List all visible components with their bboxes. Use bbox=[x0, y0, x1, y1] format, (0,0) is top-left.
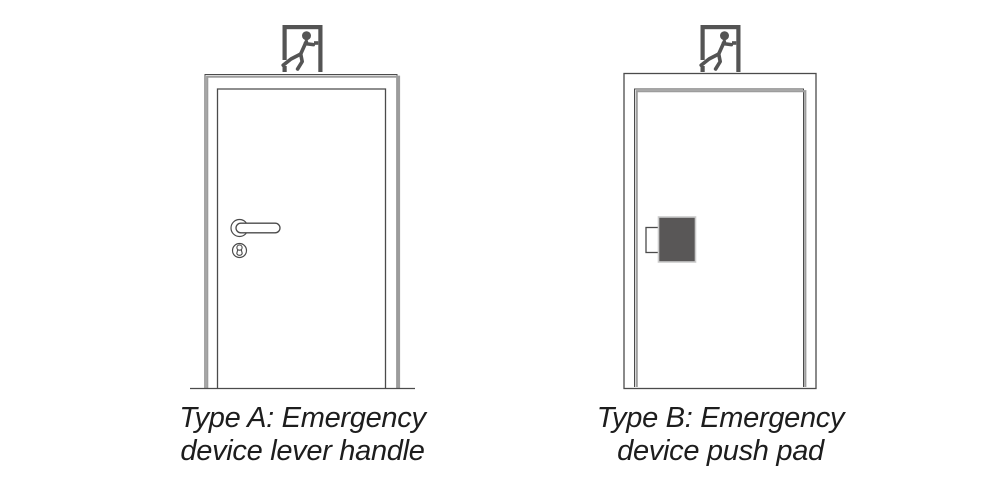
keyhole-cylinder-icon bbox=[231, 242, 248, 259]
running-man bbox=[281, 31, 319, 71]
push-pad-icon bbox=[645, 216, 697, 263]
caption-type-a: Type A: Emergency device lever handle bbox=[170, 402, 435, 468]
door-leaf-outline bbox=[634, 88, 804, 387]
running-man bbox=[699, 31, 737, 71]
caption-line: device lever handle bbox=[180, 435, 425, 467]
handle-lever bbox=[235, 222, 281, 234]
door-leaf bbox=[635, 90, 807, 387]
running-man-exit-icon bbox=[699, 25, 741, 72]
figure-type-a: Type A: Emergency device lever handle bbox=[170, 20, 435, 490]
caption-line: Type B: Emergency bbox=[596, 402, 845, 434]
door-frame-outline bbox=[204, 74, 398, 389]
door-diagram-lever-handle bbox=[190, 74, 415, 390]
push-pad bbox=[657, 216, 697, 263]
caption-line: Type A: Emergency bbox=[179, 402, 426, 434]
door-frame bbox=[623, 72, 817, 390]
door-diagram-push-pad bbox=[623, 72, 817, 390]
door-leaf bbox=[216, 88, 387, 389]
exit-door-frame bbox=[700, 25, 741, 72]
keyhole-top bbox=[236, 244, 243, 251]
running-man-exit-icon bbox=[281, 25, 323, 72]
keyhole-slot bbox=[236, 249, 243, 256]
door-frame bbox=[206, 75, 401, 389]
caption-type-b: Type B: Emergency device push pad bbox=[588, 402, 853, 468]
figure-type-b: Type B: Emergency device push pad bbox=[588, 20, 853, 490]
exit-door-frame bbox=[282, 25, 323, 72]
cylinder-ring bbox=[231, 242, 248, 259]
caption-line: device push pad bbox=[617, 435, 824, 467]
lever-handle-icon bbox=[230, 218, 281, 238]
